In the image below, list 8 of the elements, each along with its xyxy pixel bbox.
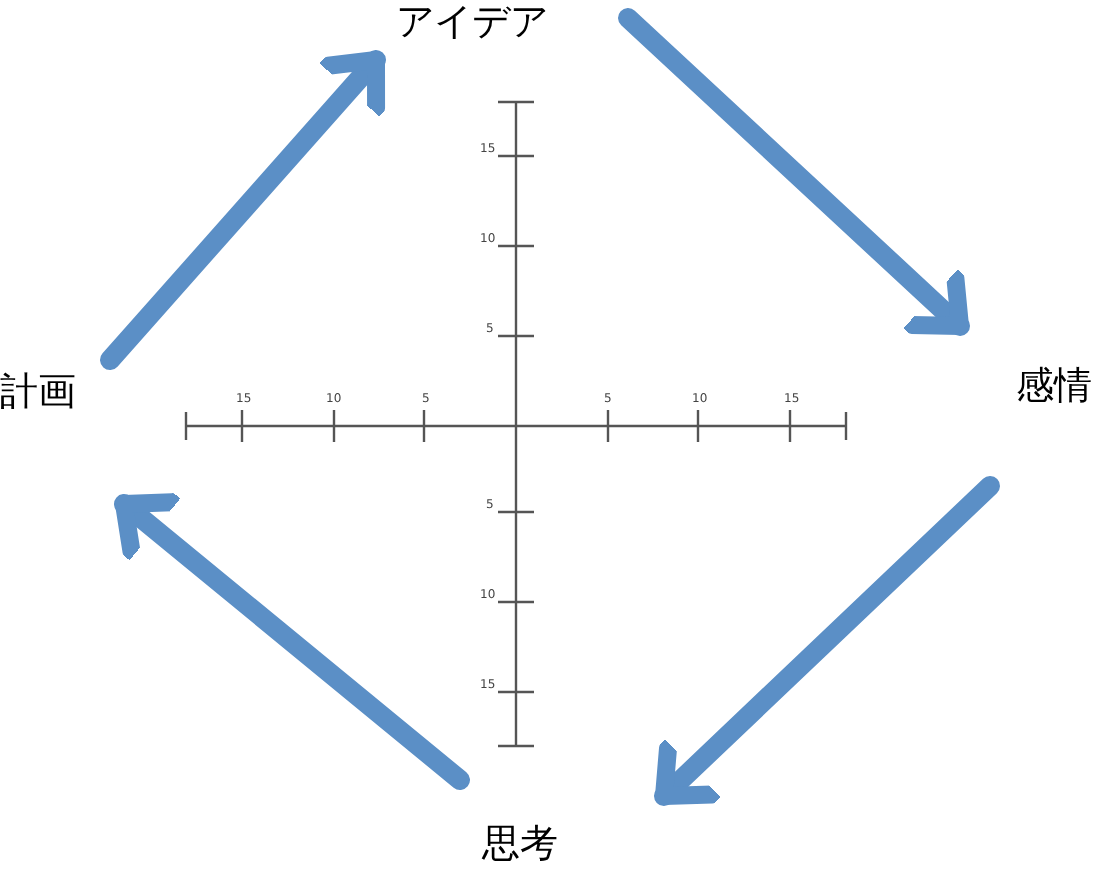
node-label: 思考 (482, 822, 558, 868)
node-label: アイデア (396, 0, 548, 46)
node-label: 感情 (1016, 364, 1092, 410)
arrow (618, 8, 970, 336)
arrow (114, 493, 470, 790)
arrow (654, 476, 1000, 806)
arrow (100, 50, 386, 370)
node-label: 計画 (0, 370, 76, 416)
